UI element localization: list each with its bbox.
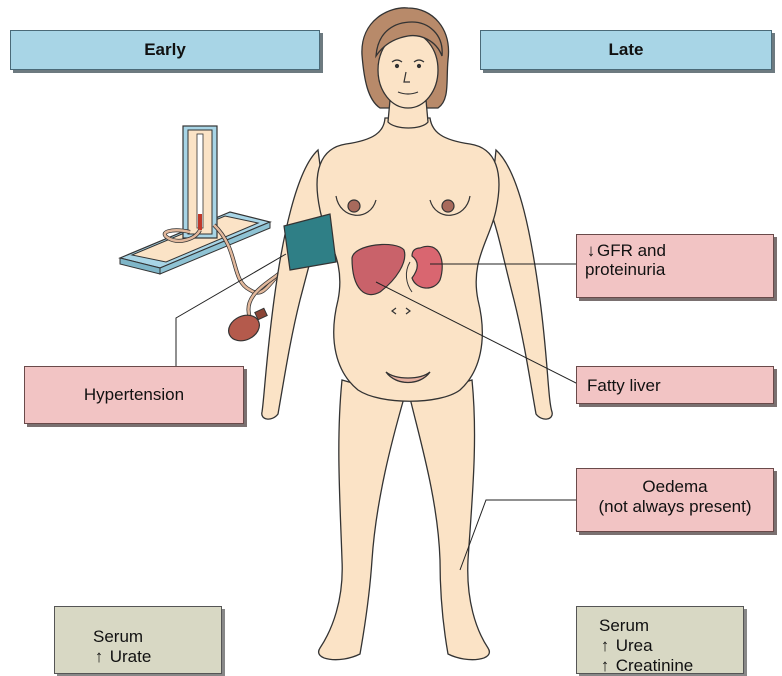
serum-early-title: Serum (93, 627, 221, 647)
serum-late-title: Serum (599, 616, 743, 636)
hypertension-label: Hypertension (24, 366, 244, 424)
oedema-note: (not always present) (581, 497, 769, 517)
oedema-label: Oedema (not always present) (576, 468, 774, 532)
down-arrow-icon: ↓ (585, 241, 597, 260)
gfr-proteinuria-label: ↓GFR and proteinuria (576, 234, 774, 298)
up-arrow-icon: ↑ (93, 647, 105, 667)
blood-pressure-monitor-icon (120, 126, 290, 346)
header-early: Early (10, 30, 320, 70)
urate-text: Urate (110, 647, 152, 666)
fatty-liver-label: Fatty liver (576, 366, 774, 404)
kidney-icon (412, 246, 442, 288)
serum-late-box: Serum ↑ Urea ↑ Creatinine (576, 606, 744, 674)
oedema-text: Oedema (581, 477, 769, 497)
up-arrow-icon: ↑ (599, 656, 611, 676)
urea-text: Urea (616, 636, 653, 655)
woman-figure (262, 8, 552, 660)
up-arrow-icon: ↑ (599, 636, 611, 656)
fatty-liver-text: Fatty liver (587, 376, 661, 395)
serum-early-box: Serum ↑ Urate (54, 606, 222, 674)
gfr-text: GFR and (597, 241, 666, 260)
proteinuria-text: proteinuria (585, 260, 765, 279)
hypertension-text: Hypertension (84, 385, 184, 405)
header-late: Late (480, 30, 772, 70)
